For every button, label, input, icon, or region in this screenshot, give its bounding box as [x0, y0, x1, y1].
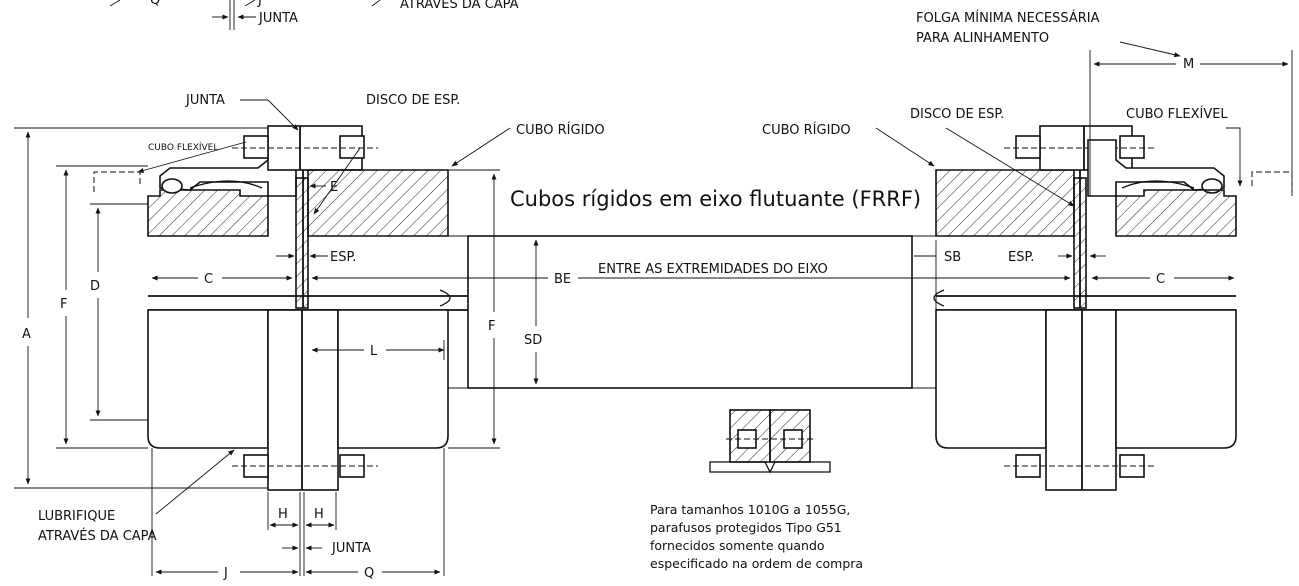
note-line-3: fornecidos somente quando — [650, 538, 825, 553]
left-rigid-hub-section — [307, 169, 449, 237]
note-line-4: especificado na ordem de compra — [650, 556, 863, 571]
dim-be-label: BE — [554, 272, 571, 287]
note-line-2: parafusos protegidos Tipo G51 — [650, 520, 842, 535]
dim-esp-right-label: ESP. — [1008, 250, 1034, 265]
junta-top-label: JUNTA — [185, 93, 225, 108]
disco-esp-left-label: DISCO DE ESP. — [366, 93, 460, 108]
folga-label-line1: FOLGA MÍNIMA NECESSÁRIA — [916, 10, 1100, 26]
top-fragment — [109, 0, 381, 30]
cubo-rigido-left-label: CUBO RÍGIDO — [516, 122, 605, 138]
top-capa-label: ATRAVÉS DA CAPA — [400, 0, 519, 12]
left-flange-lower — [267, 309, 339, 491]
junta-bottom-label: JUNTA — [331, 541, 371, 556]
dim-j-label: J — [223, 566, 228, 581]
dim-d-label: D — [90, 279, 100, 294]
floating-shaft — [448, 235, 936, 389]
right-coupling — [933, 125, 1293, 491]
dim-c-left-label: C — [204, 272, 213, 287]
cubo-flexivel-left-label: CUBO FLEXÍVEL — [148, 141, 218, 153]
dim-sb-label: SB — [944, 250, 961, 265]
lubrifique-label-line1: LUBRIFIQUE — [38, 509, 115, 524]
guarded-bolt-detail — [709, 409, 831, 474]
left-flex-hub-section — [147, 189, 269, 237]
dim-m-label: M — [1183, 57, 1194, 72]
dim-c-right-label: C — [1156, 272, 1165, 287]
lubrifique-label-line2: ATRAVÉS DA CAPA — [38, 528, 157, 544]
dim-h1-label: H — [278, 507, 288, 522]
note-line-1: Para tamanhos 1010G a 1055G, — [650, 502, 850, 517]
dim-esp-left-label: ESP. — [330, 250, 356, 265]
dim-f-left-label: F — [60, 297, 67, 312]
left-rigid-hub-lower — [337, 309, 449, 449]
left-flex-hub-lower — [147, 309, 269, 449]
dim-q-label: Q — [364, 566, 374, 581]
dim-a-label: A — [22, 327, 31, 342]
folga-label-line2: PARA ALINHAMENTO — [916, 31, 1049, 46]
dimensions — [14, 41, 1293, 576]
top-j-label: J — [257, 0, 262, 8]
cubo-rigido-right-label: CUBO RÍGIDO — [762, 122, 851, 138]
top-q-label: Q — [150, 0, 160, 8]
diagram-title: Cubos rígidos em eixo flutuante (FRRF) — [510, 187, 921, 211]
entre-extremidades-label: ENTRE AS EXTREMIDADES DO EIXO — [598, 262, 828, 277]
disco-esp-right-label: DISCO DE ESP. — [910, 107, 1004, 122]
dim-f-center-label: F — [488, 319, 495, 334]
left-coupling — [93, 125, 468, 491]
dim-h2-label: H — [314, 507, 324, 522]
dim-e-label: E — [330, 180, 338, 195]
top-junta-label: JUNTA — [258, 11, 298, 26]
dim-sd-label: SD — [524, 333, 542, 348]
dim-l-label: L — [370, 344, 378, 359]
cubo-flexivel-right-label: CUBO FLEXÍVEL — [1126, 106, 1228, 122]
